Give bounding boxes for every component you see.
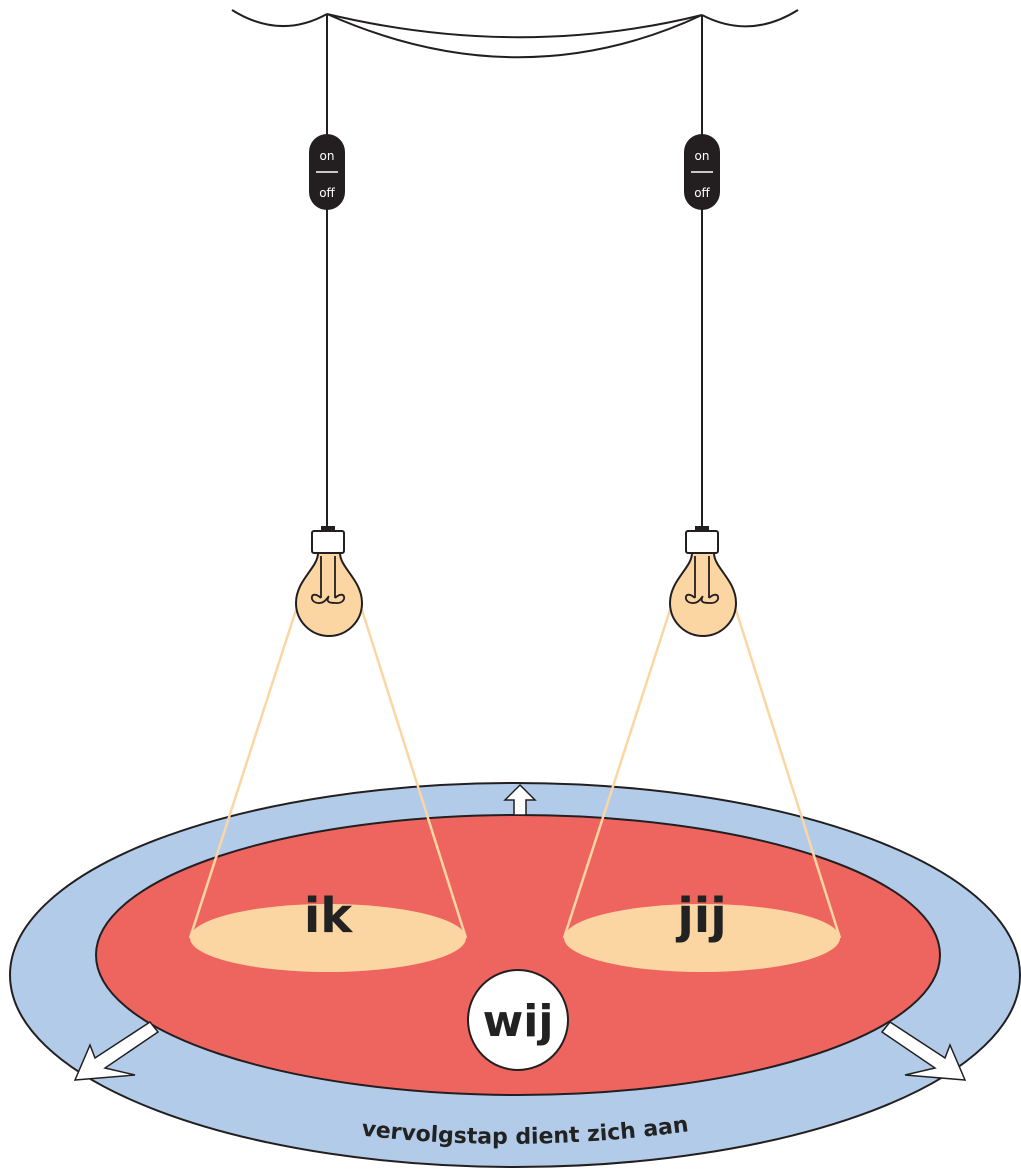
wij-circle — [467, 969, 569, 1071]
switch-left-off: off — [319, 186, 335, 200]
down-right-arrow-icon — [880, 1020, 967, 1081]
switch-right-on: on — [695, 149, 710, 163]
light-beams — [188, 609, 842, 939]
lamp-right: on off — [668, 15, 738, 637]
pool-label-ik: ik — [304, 888, 353, 944]
light-bulb-icon — [294, 526, 364, 637]
lamp-left: on off — [294, 14, 364, 637]
switch-icon[interactable]: on off — [309, 134, 345, 210]
switch-left-on: on — [320, 149, 335, 163]
switch-right-off: off — [694, 186, 710, 200]
down-left-arrow-icon — [73, 1020, 160, 1081]
switch-icon[interactable]: on off — [684, 134, 720, 210]
light-bulb-icon — [668, 526, 738, 637]
light-pool-right — [564, 904, 840, 972]
ceiling-wires — [231, 9, 799, 59]
light-pool-left — [190, 904, 466, 972]
wij-label: wij — [483, 996, 554, 1047]
pool-label-jij: jij — [675, 888, 726, 944]
up-arrow-icon — [503, 783, 537, 816]
